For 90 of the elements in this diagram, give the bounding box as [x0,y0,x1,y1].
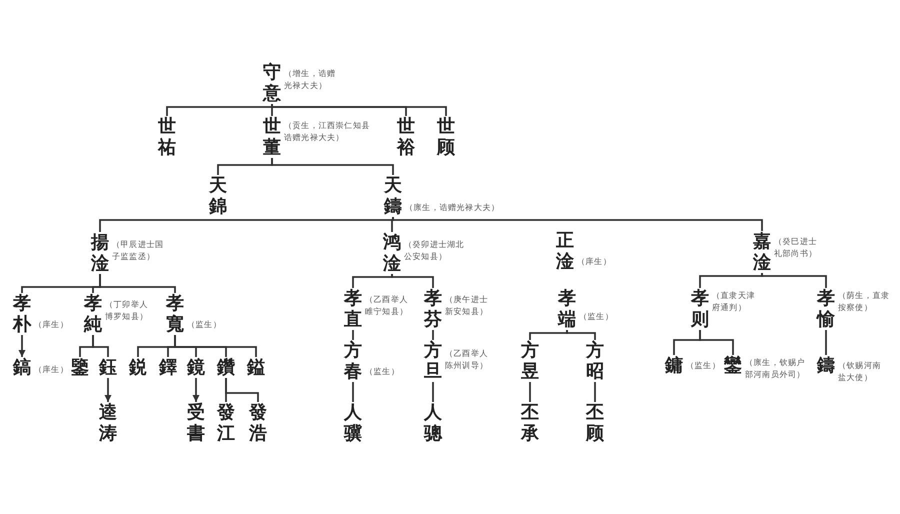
note-text: （监生） [686,360,720,372]
person-name: 鏡 [187,357,205,378]
person-name: 鎬 [13,357,31,378]
connector-line [529,382,531,402]
person-name: 鑄 [817,355,835,376]
connector-line [166,104,273,116]
person-name: 孝純 [84,293,102,335]
person-name: 人骢 [424,402,442,444]
connector-line [391,274,434,288]
connector-line [352,274,393,288]
note-text: （直隶天津府通判） [712,290,756,314]
note-text: （乙酉举人陈州训导） [445,348,489,372]
person-name: 嘉淦 [753,231,771,273]
connector-line [566,330,596,340]
arrow [192,378,200,402]
person-name: 方旦 [424,340,442,382]
note-text: （甲辰进士国子监监丞） [112,239,165,263]
person-name: 鋭 [129,357,147,378]
note-text: （廪生，诰赠光禄大夫） [405,202,500,214]
person-name: 世顾 [437,116,455,158]
person-name: 世祐 [158,116,176,158]
arrow [104,378,112,402]
connector-line [392,216,763,231]
note-text: （庚午进士新安知县） [445,294,489,318]
person-name: 孝寬 [166,293,184,335]
person-name: 天錦 [209,175,227,217]
note-text: （荫生，直隶按察使） [838,290,891,314]
note-text: （监生） [187,319,222,331]
connector-line [761,273,827,288]
person-name: 正淦 [556,230,574,272]
note-text: （庠生） [577,256,612,268]
connector-line [271,104,447,116]
note-text: （庠生） [34,319,68,331]
note-text: （廪生，钦赐户部河南员外司） [745,357,806,381]
person-name: 鏞 [665,355,683,376]
note-text: （癸卯进士湖北公安知县） [404,239,466,263]
note-text: （癸巳进士礼部尚书） [774,236,818,260]
person-name: 鐸 [159,357,177,378]
person-name: 鑽 [217,357,235,378]
person-name: 孝直 [344,288,362,330]
person-name: 世董 [263,116,281,158]
person-name: 方昭 [586,340,604,382]
person-name: 發浩 [249,402,267,444]
note-text: （丁卯举人博罗知县） [105,299,149,323]
arrow [18,335,26,357]
person-name: 方春 [344,340,362,382]
connector-line [594,382,596,402]
connector-line [99,274,176,293]
connector-line [352,382,354,402]
note-text: （增生，诰赠光禄大夫） [284,68,337,92]
person-name: 丕顾 [586,402,604,444]
note-text: （庠生） [34,364,68,376]
person-name: 鎰 [247,357,265,378]
connector-line [432,330,434,340]
person-name: 天鑄 [384,175,402,217]
connector-line [432,382,434,402]
person-name: 守意 [263,62,281,104]
person-name: 鑒 [71,357,89,378]
connector-line [699,330,734,355]
person-name: 孝芬 [424,288,442,330]
connector-line [391,217,394,232]
connector-line [225,378,259,402]
note-text: （贡生，江西崇仁知县诰赠光禄大夫） [284,120,371,144]
person-name: 鸿淦 [383,232,401,274]
connector-line [352,330,354,340]
person-name: 人骥 [344,402,362,444]
person-name: 揚淦 [91,232,109,274]
person-name: 方昱 [521,340,539,382]
person-name: 孝朴 [13,293,31,335]
connector-line [271,158,394,175]
note-text: （监生） [579,311,614,323]
person-name: 孝则 [691,288,709,330]
person-name: 發江 [217,402,235,444]
person-name: 孝愉 [817,288,835,330]
connector-line [529,330,568,340]
connector-line [99,216,394,232]
connector-line [825,330,827,355]
person-name: 世裕 [397,116,415,158]
person-name: 丕承 [521,402,539,444]
connector-line [92,335,109,357]
note-text: （乙酉举人睢宁知县） [365,294,409,318]
note-text: （监生） [365,366,400,378]
person-name: 鈺 [99,357,117,378]
person-name: 鑾 [724,355,742,376]
person-name: 孝端 [558,288,576,330]
person-name: 逵涛 [99,402,117,444]
person-name: 受書 [187,402,205,444]
connector-line [174,335,257,357]
connector-line [699,273,763,288]
note-text: （钦赐河南盐大使） [838,360,882,384]
